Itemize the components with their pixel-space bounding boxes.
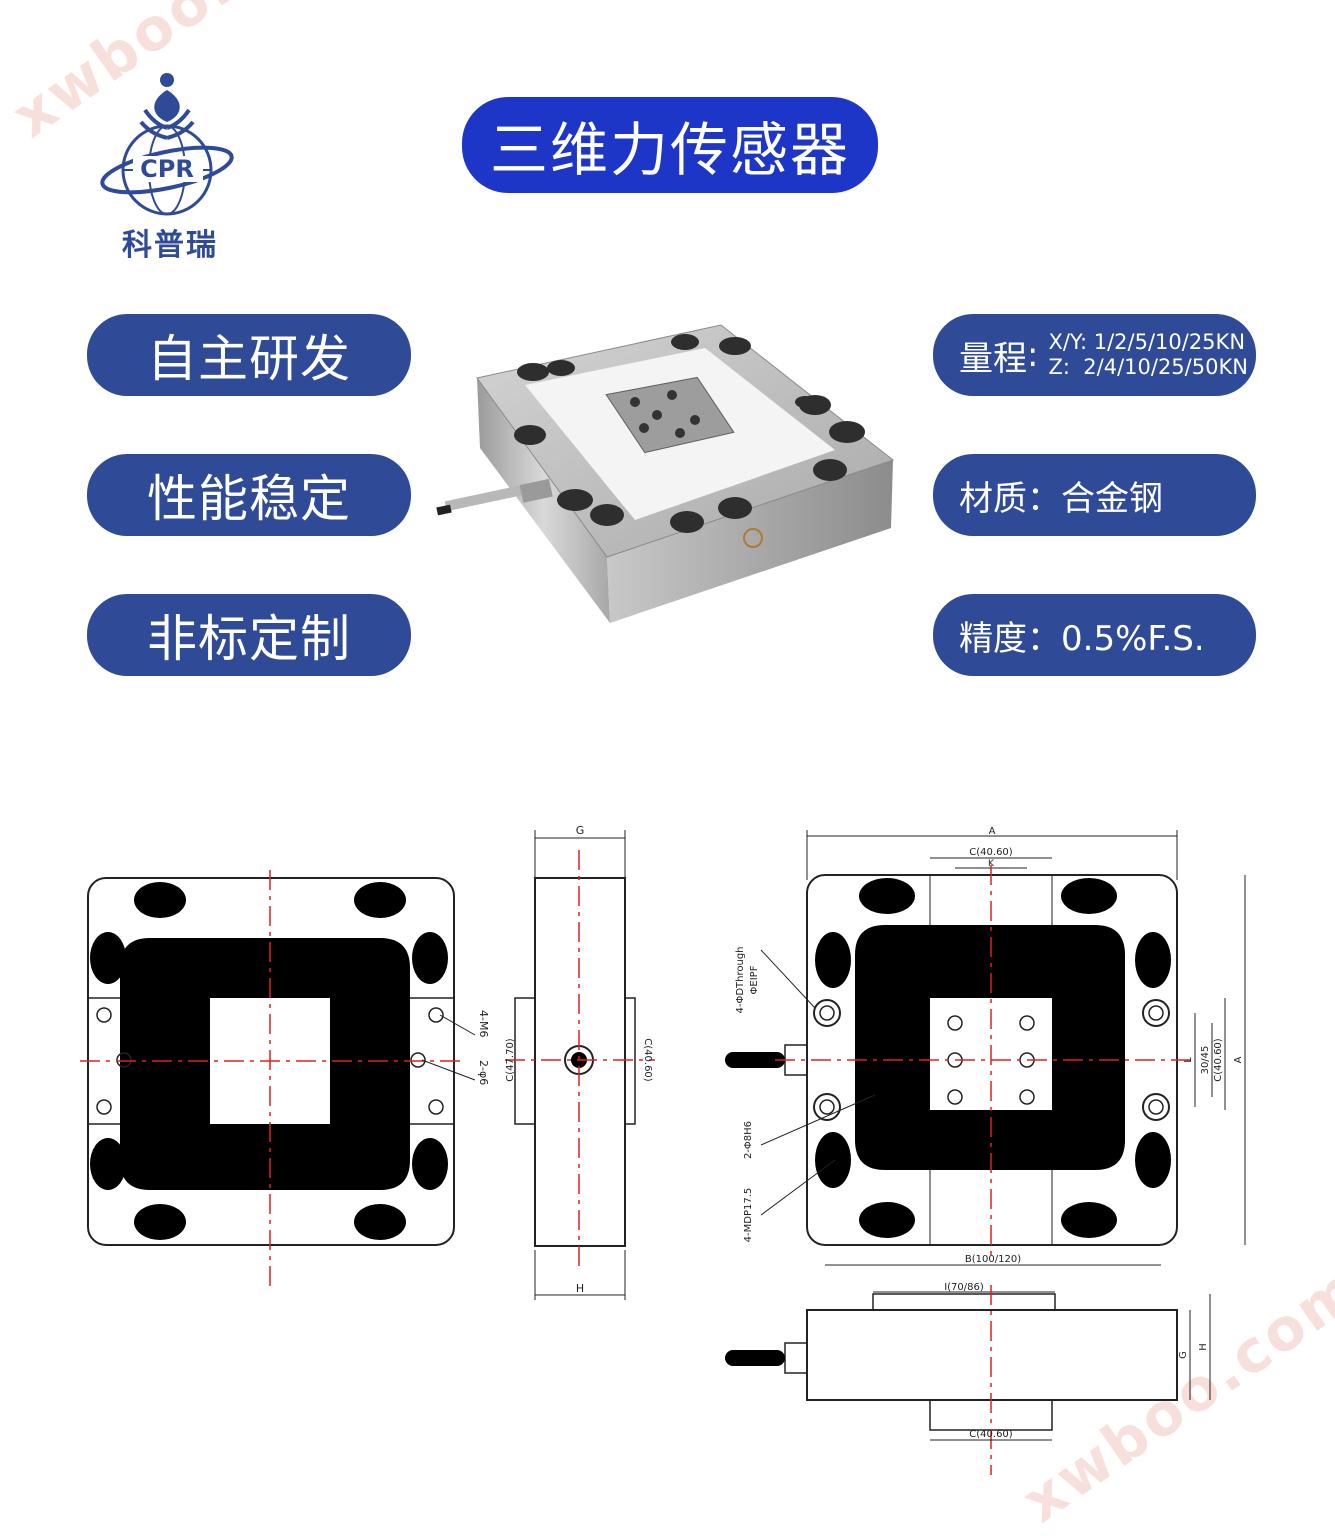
drawing-top-view: A C(40.60) K L 30/45 C(40.60) A B(100/12… [725, 826, 1246, 1266]
side-dim-right: C(40.60) [642, 1038, 653, 1082]
dim-c-top: C(40.60) [969, 847, 1013, 858]
side-dim-h: H [576, 1282, 584, 1295]
range-values: X/Y: 1/2/5/10/25KN Z: 2/4/10/25/50KN [1048, 330, 1247, 380]
dim-3045: 30/45 [1200, 1046, 1211, 1075]
feature-pill-stable: 性能稳定 [87, 454, 411, 536]
drawing-front-view: 4-M6 2-φ6 [80, 870, 490, 1288]
note-2phi6: 2-φ6 [477, 1060, 490, 1085]
drawing-side-view: G C(47.70) C(40.60) H [505, 824, 655, 1300]
spec-pill-accuracy: 精度：0.5%F.S. [933, 594, 1256, 676]
dim-c-bottom: C(40.60) [969, 1429, 1013, 1440]
dim-h: H [1198, 1343, 1209, 1351]
page-title: 三维力传感器 [462, 97, 878, 193]
brand-name: 科普瑞 [122, 228, 218, 263]
spec-pill-range: 量程 : X/Y: 1/2/5/10/25KN Z: 2/4/10/25/50K… [933, 314, 1256, 396]
dim-a-right: A [1233, 1056, 1244, 1063]
dim-b: B(100/120) [965, 1254, 1021, 1265]
dim-l: L [1183, 1057, 1194, 1063]
range-xy: X/Y: 1/2/5/10/25KN [1048, 330, 1246, 354]
feature-pill-custom: 非标定制 [87, 594, 411, 676]
range-z: Z: 2/4/10/25/50KN [1048, 355, 1248, 379]
range-colon: : [1027, 335, 1039, 375]
drawing-bottom-view: I(70/86) C(40.60) G H [725, 1282, 1211, 1475]
feature-pill-rd: 自主研发 [87, 314, 411, 396]
range-label: 量程 [959, 338, 1027, 379]
logo-text: CPR [140, 155, 194, 183]
note-mdp: 4-MDP17.5 [743, 1188, 754, 1243]
product-photo [436, 324, 895, 623]
note-through: 4-ΦDThrough [735, 946, 746, 1013]
dim-i: I(70/86) [944, 1282, 984, 1293]
dim-g: G [1178, 1351, 1189, 1359]
note-4m6: 4-M6 [477, 1010, 490, 1037]
note-eipf: ΦEIPF [749, 965, 760, 994]
spec-pill-material: 材质：合金钢 [933, 454, 1256, 536]
dim-k: K [988, 859, 995, 869]
side-dim-left: C(47.70) [505, 1038, 516, 1082]
brand-logo: CPR 科普瑞 [95, 70, 245, 263]
note-2phi: 2-Φ8H6 [743, 1121, 754, 1159]
logo-globe-icon: CPR [100, 73, 234, 216]
dim-a-top: A [989, 826, 996, 837]
side-dim-g: G [576, 824, 585, 837]
dim-c-right: C(40.60) [1213, 1038, 1224, 1082]
